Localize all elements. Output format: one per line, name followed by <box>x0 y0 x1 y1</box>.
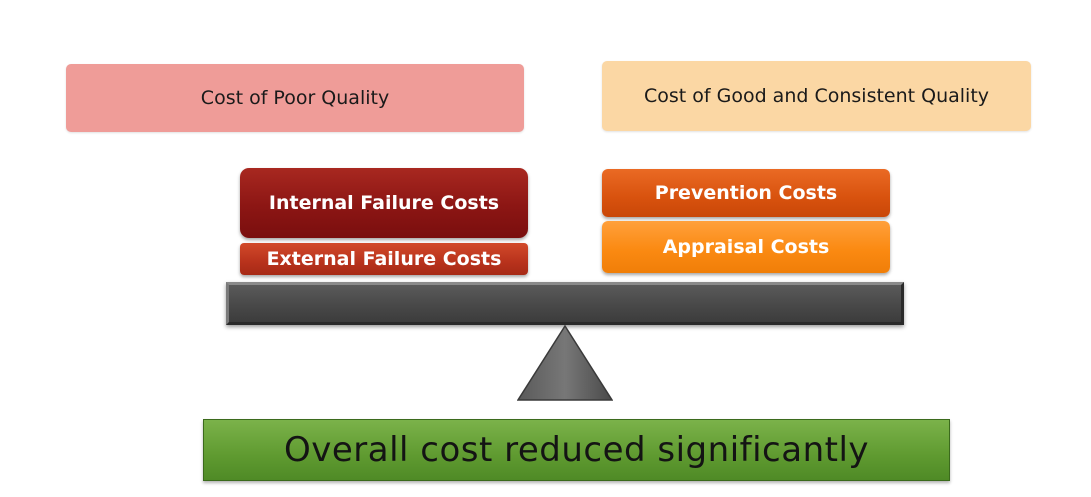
external-failure-costs-block: External Failure Costs <box>240 243 528 275</box>
appraisal-costs-block: Appraisal Costs <box>602 221 890 273</box>
result-label: Overall cost reduced significantly <box>283 430 870 470</box>
result-banner: Overall cost reduced significantly <box>203 419 950 481</box>
balance-beam <box>226 282 904 325</box>
internal-failure-costs-label: Internal Failure Costs <box>268 192 500 214</box>
appraisal-costs-label: Appraisal Costs <box>662 236 830 258</box>
prevention-costs-block: Prevention Costs <box>602 169 890 217</box>
cost-of-poor-quality-header: Cost of Poor Quality <box>66 64 524 132</box>
external-failure-costs-label: External Failure Costs <box>266 248 502 270</box>
cost-of-good-quality-label: Cost of Good and Consistent Quality <box>643 85 990 107</box>
cost-of-good-quality-header: Cost of Good and Consistent Quality <box>602 61 1031 131</box>
internal-failure-costs-block: Internal Failure Costs <box>240 168 528 238</box>
prevention-costs-label: Prevention Costs <box>654 182 838 204</box>
cost-of-poor-quality-label: Cost of Poor Quality <box>200 87 390 109</box>
fulcrum-triangle-icon <box>517 325 613 401</box>
